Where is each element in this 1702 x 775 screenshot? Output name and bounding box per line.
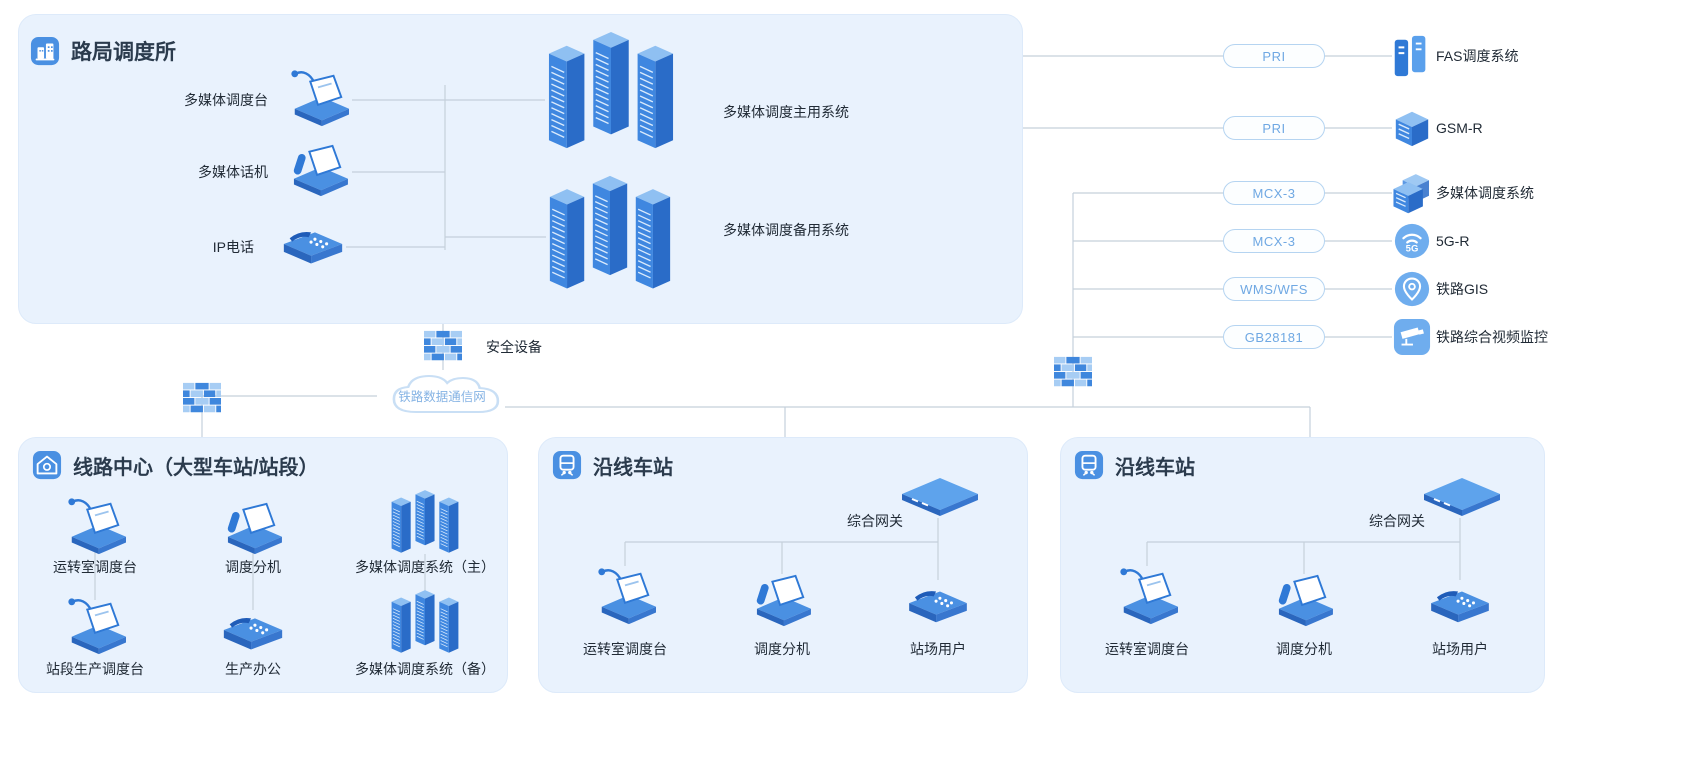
external-system-label: 铁路综合视频监控 — [1436, 329, 1548, 345]
station-title: 沿线车站 — [1115, 456, 1195, 479]
gateway-label: 综合网关 — [1369, 513, 1425, 529]
node-label: 调度分机 — [754, 641, 810, 657]
protocol-pill: MCX-3 — [1223, 229, 1325, 253]
handset-phone-icon — [284, 144, 354, 198]
external-system-label: 5G-R — [1436, 233, 1470, 249]
train-icon — [1074, 450, 1104, 480]
station-header: 沿线车站 — [1074, 450, 1195, 480]
server-stack-icon — [545, 28, 677, 158]
firewall-icon — [1054, 356, 1092, 388]
cloud-label: 铁路数据通信网 — [398, 390, 486, 404]
desk-phone-icon — [278, 220, 348, 272]
node-label: 调度分机 — [225, 559, 281, 575]
desk-phone-icon — [903, 580, 973, 630]
system-label: 多媒体调度备用系统 — [723, 222, 849, 238]
desk-phone-icon — [1425, 580, 1495, 630]
external-system-label: GSM-R — [1436, 120, 1483, 136]
router-icon — [1420, 474, 1504, 518]
node-label: 运转室调度台 — [1105, 641, 1189, 657]
dual-cabinet-icon — [1390, 171, 1434, 215]
console-icon — [1111, 566, 1183, 628]
cabinet-icon — [1392, 108, 1432, 148]
fas-towers-icon — [1392, 34, 1430, 78]
bureau-panel — [18, 14, 1023, 324]
gateway-label: 综合网关 — [847, 513, 903, 529]
router-icon — [898, 474, 982, 518]
node-label: 运转室调度台 — [53, 559, 137, 575]
station-title: 沿线车站 — [593, 456, 673, 479]
external-system-label: 铁路GIS — [1436, 281, 1489, 297]
building-icon — [30, 36, 60, 66]
console-icon — [59, 496, 131, 558]
external-system-label: FAS调度系统 — [1436, 48, 1519, 64]
protocol-pill: MCX-3 — [1223, 181, 1325, 205]
handset-phone-icon — [218, 502, 288, 556]
protocol-pill: PRI — [1223, 44, 1325, 68]
protocol-pill: PRI — [1223, 116, 1325, 140]
external-system-label: 多媒体调度系统 — [1436, 185, 1534, 201]
node-label: 站场用户 — [1432, 641, 1488, 657]
home-icon — [32, 450, 62, 480]
device-label: 多媒体话机 — [198, 164, 268, 180]
security-label: 安全设备 — [486, 339, 542, 355]
station-header: 沿线车站 — [552, 450, 673, 480]
protocol-pill: GB28181 — [1223, 325, 1325, 349]
device-label: IP电话 — [212, 239, 254, 255]
line-center-header: 线路中心（大型车站/站段） — [32, 450, 319, 480]
5g-circle-icon — [1393, 222, 1431, 260]
station-panel-1 — [538, 437, 1028, 693]
firewall-icon — [183, 382, 221, 414]
console-icon — [282, 68, 354, 130]
gis-pin-icon — [1393, 270, 1431, 308]
node-label: 站场用户 — [910, 641, 966, 657]
cloud-icon: 铁路数据通信网 — [377, 368, 507, 420]
console-icon — [59, 596, 131, 658]
server-stack-icon — [389, 488, 461, 558]
node-label: 站段生产调度台 — [46, 661, 144, 677]
handset-phone-icon — [1269, 574, 1339, 628]
node-label: 调度分机 — [1276, 641, 1332, 657]
node-label: 多媒体调度系统（主） — [355, 559, 495, 575]
bureau-header: 路局调度所 — [30, 36, 176, 66]
protocol-pill: WMS/WFS — [1223, 277, 1325, 301]
node-label: 运转室调度台 — [583, 641, 667, 657]
node-label: 生产办公 — [225, 661, 281, 677]
desk-phone-icon — [218, 606, 288, 658]
device-label: 多媒体调度台 — [184, 92, 268, 108]
server-stack-icon — [546, 172, 674, 298]
bureau-title: 路局调度所 — [71, 41, 176, 64]
line-center-title: 线路中心（大型车站/站段） — [73, 456, 319, 479]
firewall-icon — [424, 330, 462, 362]
node-label: 多媒体调度系统（备） — [355, 661, 495, 677]
server-stack-icon — [389, 588, 461, 658]
console-icon — [589, 566, 661, 628]
system-label: 多媒体调度主用系统 — [723, 104, 849, 120]
handset-phone-icon — [747, 574, 817, 628]
camera-icon — [1393, 318, 1431, 356]
train-icon — [552, 450, 582, 480]
